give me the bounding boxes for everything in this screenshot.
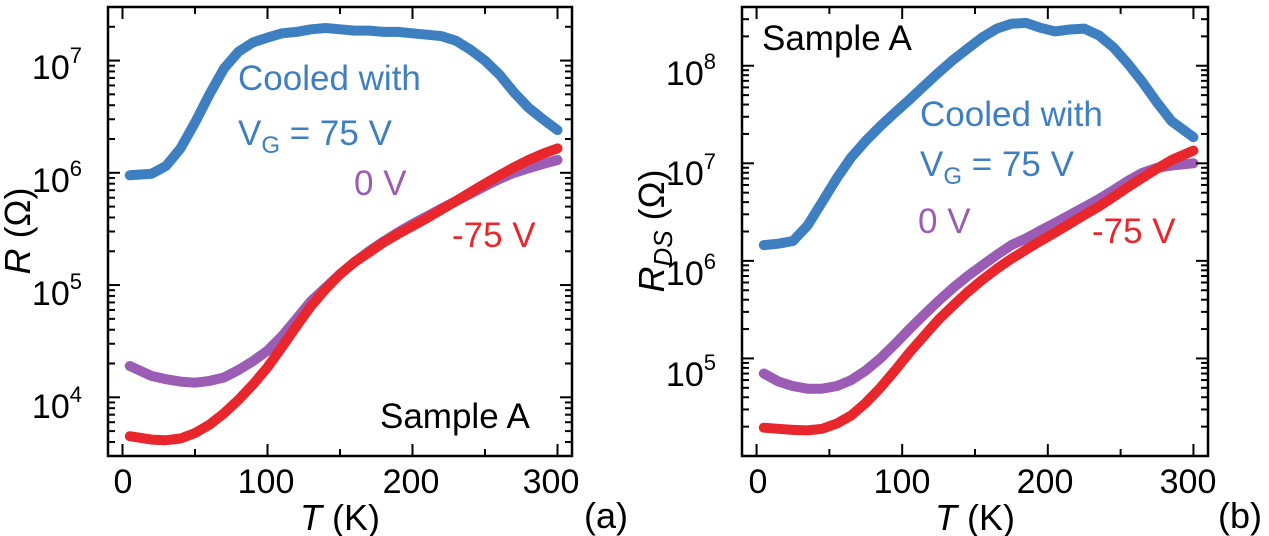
panel-a-ytick-label: 105 xyxy=(32,269,82,313)
panel-a-series-line-vg-neg75v xyxy=(124,143,563,446)
panel-b-annotation-neg75v: -75 V xyxy=(1092,212,1176,251)
panel-b-series-line-vg-0v xyxy=(758,158,1199,394)
panel-a-annotation-0v: 0 V xyxy=(354,164,407,203)
panel-a-x-axis-label: T (K) xyxy=(300,497,380,536)
panel-a-ytick-label: 104 xyxy=(32,382,82,426)
panel-b-x-axis-label: T (K) xyxy=(935,497,1015,536)
panel-a-series-line-vg-75v xyxy=(124,23,563,181)
panel-a-ticks xyxy=(108,6,572,457)
panel-a-annotation-vg: VG = 75 V xyxy=(238,114,393,159)
panel-a-ytick-label: 107 xyxy=(32,43,82,87)
panel-a-xtick-label: 300 xyxy=(523,463,580,501)
panel-a: 104 105 106 107 0 100 200 300 T (K) R (Ω… xyxy=(0,5,628,536)
panel-b-ytick-label: 107 xyxy=(666,149,716,193)
panel-b-xtick-label: 200 xyxy=(1017,463,1074,501)
panel-b-xtick-label: 100 xyxy=(874,463,931,501)
panel-a-label: (a) xyxy=(584,495,628,536)
panel-b-xtick-label: 300 xyxy=(1160,463,1217,501)
panel-b-ytick-label: 105 xyxy=(666,350,716,394)
panel-b-series-line-vg-75v xyxy=(758,17,1199,251)
panel-b-ytick-label: 108 xyxy=(666,49,716,93)
panel-a-annotation-neg75v: -75 V xyxy=(452,216,536,255)
panel-b-y-axis-label: RDS (Ω) xyxy=(631,169,678,292)
panel-a-xtick-label: 0 xyxy=(114,463,133,501)
panel-a-xtick-label: 100 xyxy=(238,463,295,501)
panel-b: 105 106 107 108 0 100 200 300 T (K) RDS … xyxy=(631,5,1262,536)
panel-a-y-axis-label: R (Ω) xyxy=(0,188,38,275)
panel-b-annotation-sample: Sample A xyxy=(762,19,912,58)
panel-b-label: (b) xyxy=(1218,495,1262,536)
panel-a-series xyxy=(124,23,563,446)
panel-b-annotation-cooled: Cooled with xyxy=(920,95,1103,134)
panel-b-xtick-label: 0 xyxy=(749,463,768,501)
panel-b-ticks xyxy=(742,6,1208,457)
panel-a-annotation-cooled: Cooled with xyxy=(238,59,421,98)
panel-b-annotation-0v: 0 V xyxy=(918,202,971,241)
panel-b-ytick-label: 106 xyxy=(666,249,716,293)
panel-b-annotation-vg: VG = 75 V xyxy=(920,145,1075,190)
panel-a-xtick-label: 200 xyxy=(383,463,440,501)
panel-b-series-line-vg-neg75v xyxy=(758,145,1199,436)
panel-b-series xyxy=(758,17,1199,436)
panel-a-ytick-label: 106 xyxy=(32,156,82,200)
panel-a-annotation-sample: Sample A xyxy=(380,397,530,436)
